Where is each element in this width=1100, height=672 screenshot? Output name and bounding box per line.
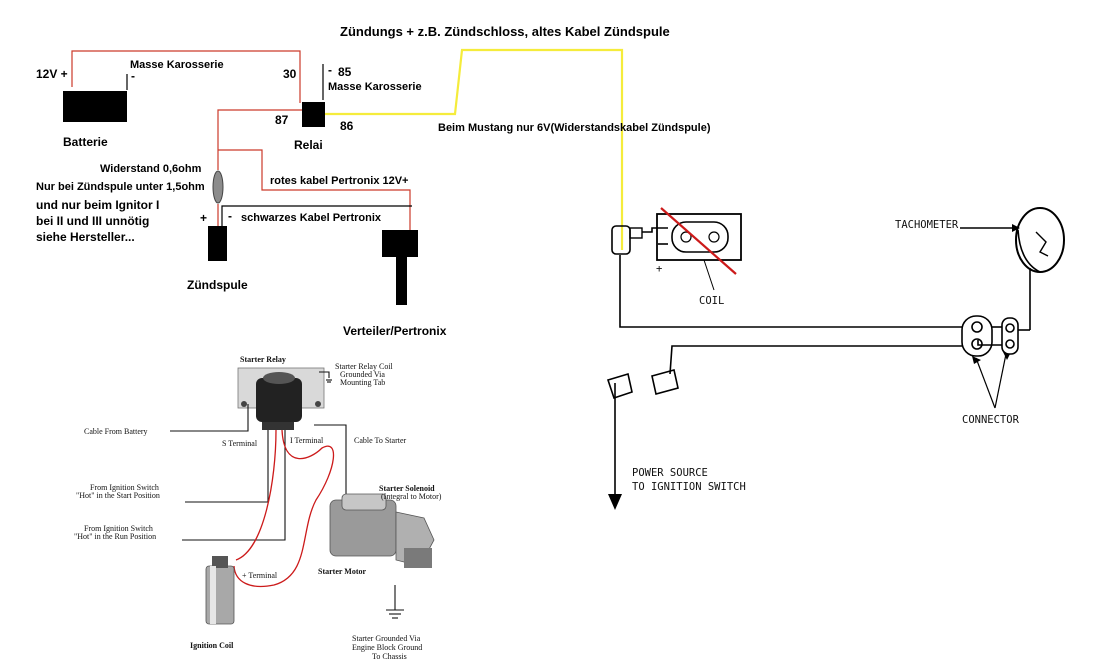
solenoid-label-1: Starter Solenoid bbox=[379, 484, 435, 493]
power-source-line-2: TO IGNITION SWITCH bbox=[632, 481, 746, 493]
ign-run-line-1: From Ignition Switch bbox=[84, 524, 153, 533]
relay-coil-line-3: Mounting Tab bbox=[340, 378, 385, 387]
starter-relay-label: Starter Relay bbox=[240, 355, 286, 364]
battery-label: Batterie bbox=[63, 135, 108, 149]
coil-minus-label: - bbox=[228, 209, 232, 223]
black-wire-label: schwarzes Kabel Pertronix bbox=[241, 212, 382, 224]
ground-line-1: Starter Grounded Via bbox=[352, 634, 421, 643]
connector-arrows bbox=[975, 353, 1007, 409]
pin-30-label: 30 bbox=[283, 67, 297, 81]
starter-wiring-diagram: Starter Relay Starter Relay Coil Grounde… bbox=[74, 355, 442, 661]
distributor-label: Verteiler/Pertronix bbox=[343, 324, 447, 338]
resistor-label: Widerstand 0,6ohm bbox=[100, 163, 202, 175]
note-line-3: bei II und III unnötig bbox=[36, 214, 149, 228]
connector-label: CONNECTOR bbox=[962, 414, 1020, 426]
tachometer-diagram: TACHOMETER COIL + CONNECTOR POWER SOURCE… bbox=[606, 207, 1065, 510]
right-coil bbox=[656, 207, 742, 291]
connector-arrowhead-1 bbox=[972, 356, 981, 364]
tach-wires bbox=[614, 227, 1031, 496]
right-coil-label: COIL bbox=[699, 295, 724, 307]
note-line-4: siehe Hersteller... bbox=[36, 230, 135, 244]
relay-coil-line-1: Starter Relay Coil bbox=[335, 362, 394, 371]
starter-relay bbox=[237, 367, 325, 430]
connectors bbox=[961, 315, 1019, 357]
coil-connector-plug bbox=[611, 225, 643, 255]
battery-minus-label: - bbox=[131, 69, 135, 83]
battery bbox=[63, 91, 127, 122]
right-plus-label: + bbox=[656, 263, 662, 275]
relay-minus-label: - bbox=[328, 63, 332, 77]
title: Zündungs + z.B. Zündschloss, altes Kabel… bbox=[340, 24, 670, 39]
starter-motor-label: Starter Motor bbox=[318, 567, 367, 576]
red-wire-label: rotes kabel Pertronix 12V+ bbox=[270, 175, 408, 187]
pin-85-label: 85 bbox=[338, 65, 352, 79]
plus-terminal-label: + Terminal bbox=[242, 571, 278, 580]
ignition-coil-label: Ignition Coil bbox=[190, 641, 234, 650]
mustang-note: Beim Mustang nur 6V(Widerstandskabel Zün… bbox=[438, 122, 711, 134]
cable-starter-label: Cable To Starter bbox=[354, 436, 407, 445]
ground-label-1: Masse Karosserie bbox=[130, 59, 224, 71]
pin-86-label: 86 bbox=[340, 119, 354, 133]
ign-start-line-1: From Ignition Switch bbox=[90, 483, 159, 492]
i-terminal-label: I Terminal bbox=[290, 436, 324, 445]
starter-red-wires bbox=[233, 429, 335, 588]
yellow-wire bbox=[325, 48, 624, 250]
starter-black-wires bbox=[170, 371, 404, 619]
note-line-2: und nur beim Ignitor I bbox=[36, 198, 159, 212]
starter-motor bbox=[329, 493, 435, 568]
tachometer-label: TACHOMETER bbox=[895, 219, 959, 231]
coil-label: Zündspule bbox=[187, 278, 248, 292]
ign-run-line-2: "Hot" in the Run Position bbox=[74, 532, 156, 541]
cable-battery-label: Cable From Battery bbox=[84, 427, 148, 436]
solenoid-label-2: (Integral to Motor) bbox=[381, 492, 442, 501]
note-line-1: Nur bei Zündspule unter 1,5ohm bbox=[36, 181, 205, 193]
battery-plus-label: 12V + bbox=[36, 67, 68, 81]
bottom-ignition-coil bbox=[205, 556, 235, 625]
power-source-line-1: POWER SOURCE bbox=[632, 467, 708, 479]
tachometer bbox=[1015, 207, 1065, 273]
relay-label: Relai bbox=[294, 138, 323, 152]
ignition-coil-block bbox=[208, 226, 227, 261]
coil-plus-label: + bbox=[200, 211, 207, 225]
distributor bbox=[382, 230, 418, 305]
pin-87-label: 87 bbox=[275, 113, 289, 127]
s-terminal-label: S Terminal bbox=[222, 439, 258, 448]
ground-line-2: Engine Block Ground bbox=[352, 643, 422, 652]
power-arrow bbox=[608, 494, 622, 510]
resistor bbox=[212, 170, 224, 204]
power-plugs bbox=[606, 369, 679, 400]
ign-start-line-2: "Hot" in the Start Position bbox=[76, 491, 160, 500]
relay-circuit-diagram: Zündungs + z.B. Zündschloss, altes Kabel… bbox=[36, 24, 711, 338]
black-wires bbox=[126, 64, 412, 226]
relay bbox=[302, 102, 325, 127]
tach-arrow bbox=[1012, 224, 1020, 232]
relay-coil-line-2: Grounded Via bbox=[340, 370, 385, 379]
red-wires bbox=[71, 50, 411, 230]
ground-label-2: Masse Karosserie bbox=[328, 81, 422, 93]
ground-line-3: To Chassis bbox=[372, 652, 407, 661]
